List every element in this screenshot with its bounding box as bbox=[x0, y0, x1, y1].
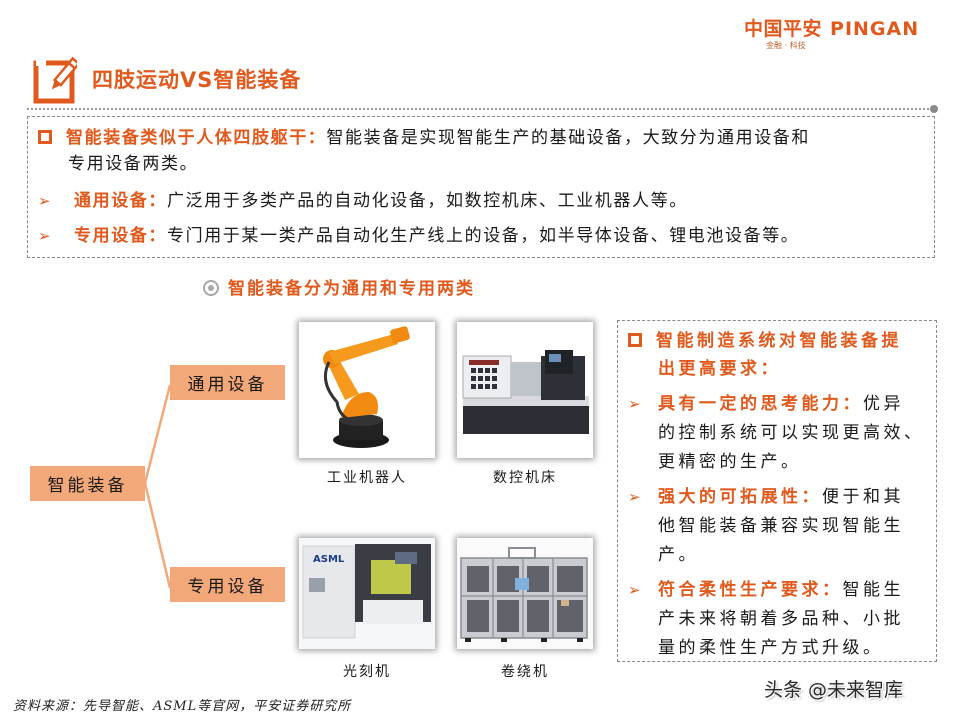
source-note: 资料来源：先导智能、ASML等官网，平安证券研究所 bbox=[13, 699, 352, 714]
title-divider bbox=[27, 108, 933, 110]
requirements-heading-line2: 出更高要求： bbox=[658, 359, 781, 379]
arrow-bullet-icon: ➢ bbox=[628, 395, 645, 413]
arrow-bullet-icon: ➢ bbox=[628, 581, 645, 599]
watermark: 头条 @未来智库 bbox=[764, 679, 904, 701]
logo-cn: 中国平安 bbox=[744, 18, 823, 40]
arrow-bullet-icon: ➢ bbox=[628, 488, 645, 506]
intro-main-heading: 智能装备类似于人体四肢躯干： bbox=[66, 128, 327, 148]
industrial-robot-image bbox=[299, 322, 435, 458]
caption-cnc-lathe: 数控机床 bbox=[493, 470, 557, 486]
intro-main-line2: 专用设备两类。 bbox=[68, 154, 199, 174]
logo-en: PINGAN bbox=[830, 18, 920, 40]
edit-pencil-icon bbox=[33, 56, 77, 104]
winding-machine-image bbox=[457, 538, 593, 649]
intro-main-text: 智能装备是实现智能生产的基础设备，大致分为通用设备和 bbox=[326, 128, 811, 148]
caption-lithography-machine: 光刻机 bbox=[343, 664, 391, 680]
asml-label: ASML bbox=[313, 554, 345, 565]
requirements-heading-line1: 智能制造系统对智能装备提 bbox=[628, 330, 902, 352]
logo-tagline: 金融 · 科技 bbox=[766, 41, 806, 50]
req-item-thinking: ➢具有一定的思考能力：优异 bbox=[628, 394, 904, 414]
square-bullet-icon bbox=[628, 333, 642, 347]
logo-wordmark: 中国平安 PINGAN bbox=[744, 14, 919, 41]
caption-winding-machine: 卷绕机 bbox=[501, 664, 549, 680]
intro-bullet-general: ➢通用设备：广泛用于多类产品的自动化设备，如数控机床、工业机器人等。 bbox=[38, 191, 688, 211]
pingan-logo: 中国平安 PINGAN 金融 · 科技 bbox=[744, 14, 944, 54]
lithography-machine-image: ASML bbox=[299, 538, 435, 649]
square-bullet-icon bbox=[38, 130, 52, 144]
req-item-extensibility: ➢强大的可拓展性：便于和其 bbox=[628, 487, 904, 507]
diagram-subheading: 智能装备分为通用和专用两类 bbox=[203, 274, 475, 299]
radio-dot-icon bbox=[203, 280, 219, 296]
page-title: 四肢运动VS智能装备 bbox=[92, 68, 302, 92]
divider-end-dot bbox=[930, 105, 938, 113]
arrow-bullet-icon: ➢ bbox=[38, 192, 53, 210]
requirements-box: 智能制造系统对智能装备提 出更高要求： ➢具有一定的思考能力：优异 的控制系统可… bbox=[617, 320, 937, 662]
node-general-equipment: 通用设备 bbox=[170, 365, 285, 400]
intro-bullet-special: ➢专用设备：专门用于某一类产品自动化生产线上的设备，如半导体设备、锂电池设备等。 bbox=[38, 226, 800, 246]
intro-main-line1: 智能装备类似于人体四肢躯干：智能装备是实现智能生产的基础设备，大致分为通用设备和 bbox=[38, 127, 810, 149]
node-smart-equipment: 智能装备 bbox=[30, 466, 145, 501]
caption-industrial-robot: 工业机器人 bbox=[327, 470, 407, 486]
req-item-flexible-production: ➢符合柔性生产要求：智能生 bbox=[628, 580, 904, 600]
node-special-equipment: 专用设备 bbox=[170, 567, 285, 602]
intro-box: 智能装备类似于人体四肢躯干：智能装备是实现智能生产的基础设备，大致分为通用设备和… bbox=[27, 116, 935, 258]
arrow-bullet-icon: ➢ bbox=[38, 227, 53, 245]
cnc-lathe-image bbox=[457, 322, 593, 458]
